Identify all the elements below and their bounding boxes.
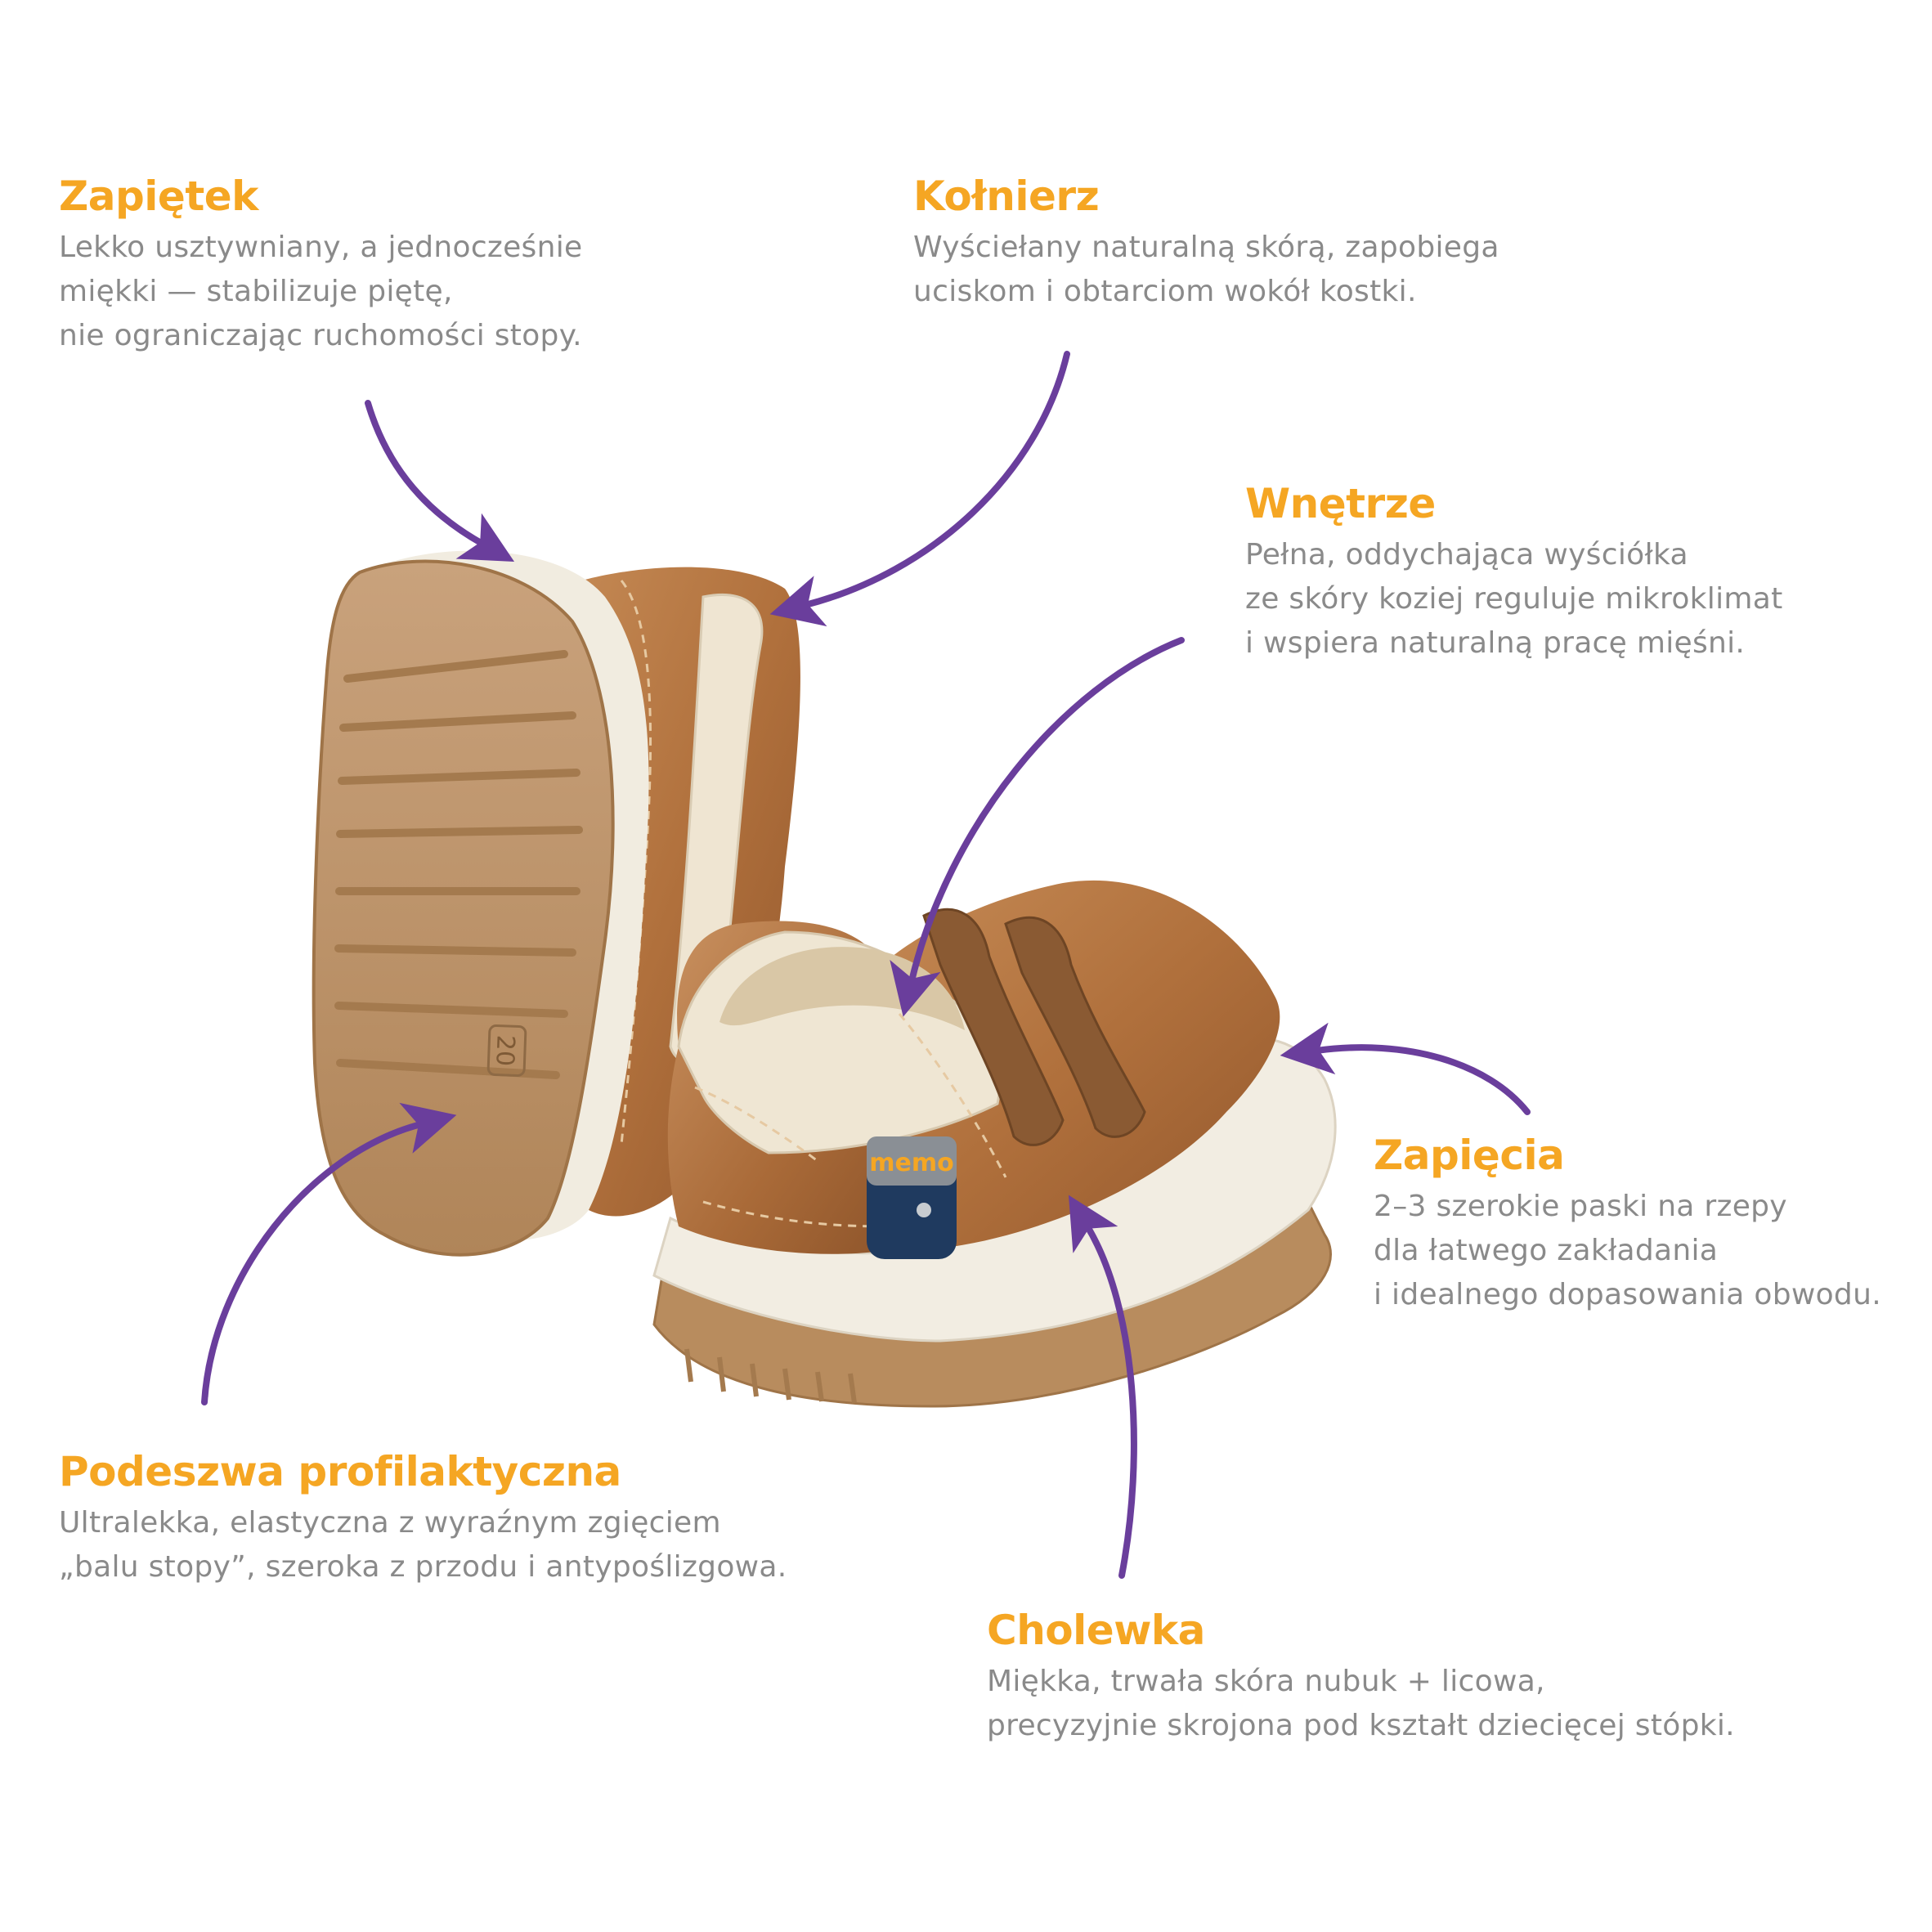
callout-podeszwa-line: Ultralekka, elastyczna z wyraźnym zgięci…	[59, 1505, 721, 1540]
callout-wnetrze-title: Wnętrze	[1245, 480, 1436, 527]
callout-wnetrze-text: Pełna, oddychająca wyściółka ze skóry ko…	[1245, 533, 1783, 666]
arrow-podeszwa	[201, 1102, 457, 1405]
callout-cholewka-line: Miękka, trwała skóra nubuk + licowa,	[987, 1664, 1545, 1698]
left-shoe-sole	[312, 559, 615, 1257]
callout-podeszwa-title: Podeszwa profilaktyczna	[59, 1448, 621, 1495]
brand-tag: memo	[867, 1136, 957, 1259]
callout-zapietek-line: Lekko usztywniany, a jednocześnie	[59, 230, 583, 264]
callout-zapietek-text: Lekko usztywniany, a jednocześnie miękki…	[59, 226, 582, 358]
callout-kolnierz-text: Wyściełany naturalną skórą, zapobiega uc…	[913, 226, 1499, 314]
arrow-zapietek	[365, 400, 515, 562]
callout-podeszwa-text: Ultralekka, elastyczna z wyraźnym zgięci…	[59, 1501, 787, 1589]
sole-size-mark: 20	[490, 1034, 519, 1066]
callout-kolnierz-title: Kołnierz	[913, 173, 1100, 220]
callout-podeszwa: Podeszwa profilaktyczna Ultralekka, elas…	[59, 1448, 787, 1589]
arrow-wnetrze	[890, 637, 1185, 1017]
callout-podeszwa-line: „balu stopy”, szeroka z przodu i antypoś…	[59, 1549, 787, 1584]
callout-cholewka: Cholewka Miękka, trwała skóra nubuk + li…	[987, 1607, 1735, 1748]
callout-zapietek-line: miękki — stabilizuje piętę,	[59, 274, 453, 308]
callout-cholewka-text: Miękka, trwała skóra nubuk + licowa, pre…	[987, 1660, 1735, 1748]
callout-cholewka-line: precyzyjnie skrojona pod kształt dziecię…	[987, 1708, 1735, 1742]
callout-zapiecia-line: 2–3 szerokie paski na rzepy	[1374, 1189, 1787, 1223]
callout-wnetrze-line: Pełna, oddychająca wyściółka	[1245, 537, 1688, 572]
callout-kolnierz-line: uciskom i obtarciom wokół kostki.	[913, 274, 1417, 308]
right-shoe: memo	[652, 880, 1337, 1408]
callout-wnetrze: Wnętrze Pełna, oddychająca wyściółka ze …	[1245, 480, 1783, 666]
arrow-kolnierz	[769, 351, 1070, 627]
callout-zapiecia-title: Zapięcia	[1374, 1132, 1565, 1179]
callout-kolnierz-line: Wyściełany naturalną skórą, zapobiega	[913, 230, 1499, 264]
callout-wnetrze-line: i wspiera naturalną pracę mięśni.	[1245, 625, 1746, 660]
callout-wnetrze-line: ze skóry koziej reguluje mikroklimat	[1245, 581, 1783, 616]
callout-kolnierz: Kołnierz Wyściełany naturalną skórą, zap…	[913, 173, 1499, 314]
callout-zapiecia-line: i idealnego dopasowania obwodu.	[1374, 1277, 1881, 1311]
callout-zapiecia-line: dla łatwego zakładania	[1374, 1233, 1719, 1267]
arrow-cholewka	[1068, 1195, 1137, 1579]
callout-zapietek-title: Zapiętek	[59, 173, 258, 220]
brand-tag-label: memo	[869, 1149, 953, 1177]
callout-zapietek-line: nie ograniczając ruchomości stopy.	[59, 318, 582, 352]
strap-2	[1004, 916, 1146, 1138]
left-shoe: 20	[312, 550, 800, 1257]
callout-zapietek: Zapiętek Lekko usztywniany, a jednocześn…	[59, 173, 582, 358]
callout-cholewka-title: Cholewka	[987, 1607, 1205, 1654]
callout-zapiecia-text: 2–3 szerokie paski na rzepy dla łatwego …	[1374, 1185, 1881, 1317]
callout-zapiecia: Zapięcia 2–3 szerokie paski na rzepy dla…	[1374, 1132, 1881, 1317]
arrow-zapiecia	[1280, 1022, 1531, 1115]
strap-1	[922, 908, 1065, 1146]
